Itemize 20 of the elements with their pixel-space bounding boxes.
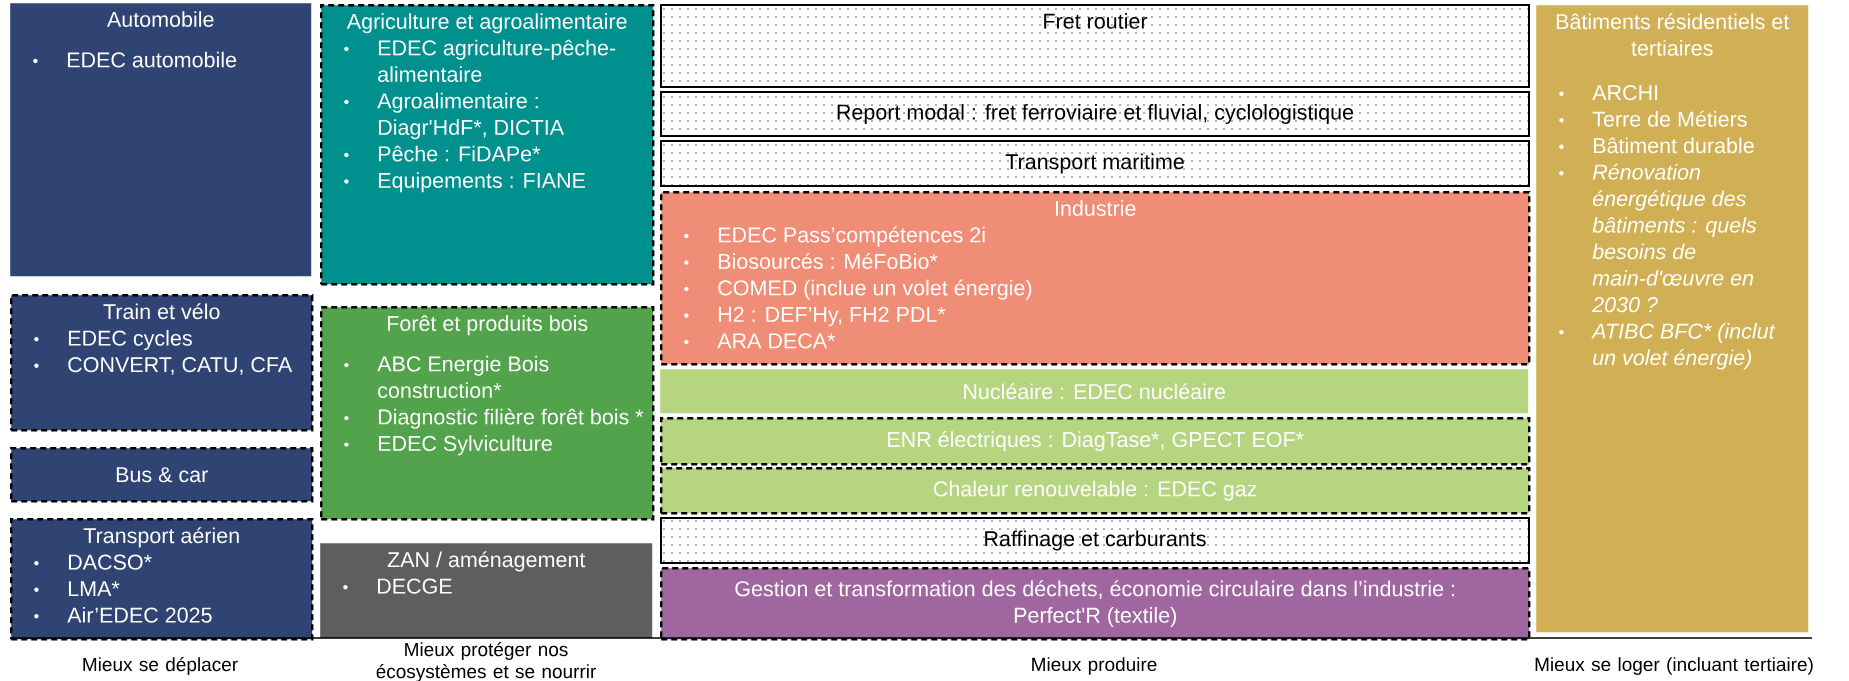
category-box: Report modal : fret ferroviaire et fluvial, cyclologistique: [660, 91, 1530, 137]
category-box: Bâtiments résidentiels et tertiaires ARCHI Terre de Métiers Bâtiment durable Rénovation énergétique des bâtiments : quels besoins de main-d'œuvre en 2030 ? ATIBC BFC* (inclut un volet énergie): [1536, 5, 1809, 633]
category-box: Transport aérien DACSO* LMA* Air’EDEC 2025: [10, 518, 314, 641]
category-box: Agriculture et agroalimentaire EDEC agriculture-pêche-alimentaire Agroalimentaire : Diagr'HdF*, DICTIA Pêche : FiDAPe* Equipements : FIANE: [320, 4, 655, 286]
category-box: Bus & car: [10, 447, 314, 503]
category-box: ENR électriques : DiagTase*, GPECT EOF*: [660, 417, 1531, 466]
category-box: Chaleur renouvelable : EDEC gaz: [660, 467, 1531, 515]
category-box: Fret routier: [660, 4, 1530, 88]
column-label: Mieux produire: [1032, 657, 1157, 675]
category-box: Industrie EDEC Pass’compétences 2i Biosourcés : MéFoBio* COMED (inclue un volet énergie) H2 : DEF’Hy, FH2 PDL* ARA DECA*: [660, 191, 1531, 366]
category-box: Gestion et transformation des déchets, économie circulaire dans l’industrie : Perfect'R (textile): [660, 567, 1531, 641]
category-box: Transport maritime: [660, 140, 1530, 187]
column-label: Mieux se loger (incluant tertiaire): [1535, 657, 1813, 675]
category-box: Raffinage et carburants: [660, 517, 1530, 564]
category-box: Automobile EDEC automobile: [10, 3, 312, 277]
column-label: Mieux se déplacer: [83, 657, 238, 675]
category-box: ZAN / aménagement DECGE: [320, 543, 653, 639]
category-box: Train et vélo EDEC cycles CONVERT, CATU, CFA: [10, 294, 314, 432]
category-box: Forêt et produits bois ABC Energie Bois construction* Diagnostic filière forêt bois * EDEC Sylviculture: [320, 306, 655, 521]
category-box: Nucléaire : EDEC nucléaire: [660, 369, 1529, 414]
